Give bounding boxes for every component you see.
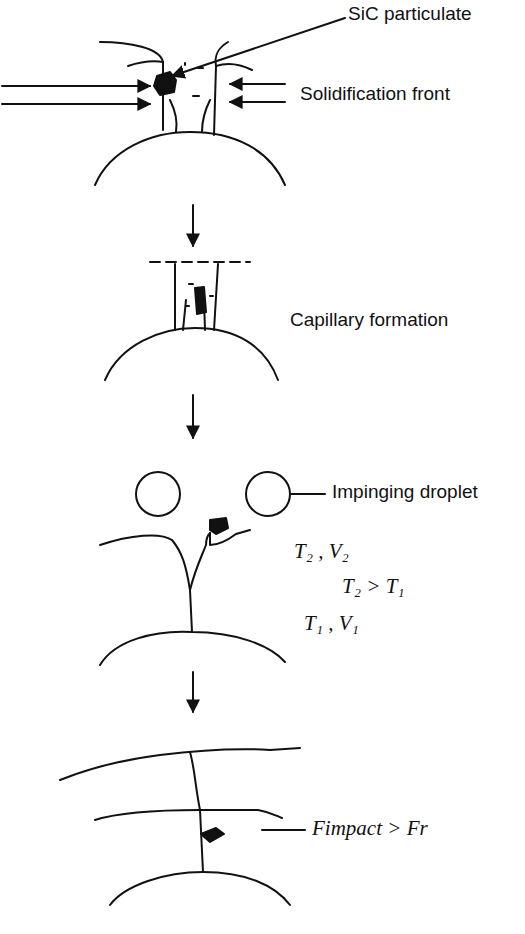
condition-label: T₁ , V₁ (302, 612, 361, 635)
part-label: Impinging droplet (330, 482, 480, 503)
stage-capillary (105, 262, 278, 380)
stage-impact (100, 472, 325, 665)
condition-label: T₂ , V₂ (292, 540, 351, 563)
leader-line (262, 829, 305, 831)
step-arrow (192, 395, 194, 438)
sic-particle (154, 72, 176, 95)
stage-solidification (2, 18, 345, 185)
droplet (136, 472, 180, 516)
part-label: Solidification front (298, 84, 452, 105)
step-label: Capillary formation (288, 310, 450, 331)
step-arrow (192, 672, 194, 712)
sic-particle (195, 287, 206, 314)
stage-embedding (60, 748, 305, 905)
condition-label: T₂ > T₁ (340, 575, 407, 598)
sic-particle (210, 518, 228, 534)
force-label: Fimpact > Fr (310, 817, 430, 840)
step-arrow (192, 205, 194, 246)
leader-line (172, 18, 345, 76)
droplet (246, 472, 290, 516)
leader-line (290, 493, 325, 495)
sic-particle (201, 828, 224, 842)
part-label: SiC particulate (346, 4, 474, 25)
